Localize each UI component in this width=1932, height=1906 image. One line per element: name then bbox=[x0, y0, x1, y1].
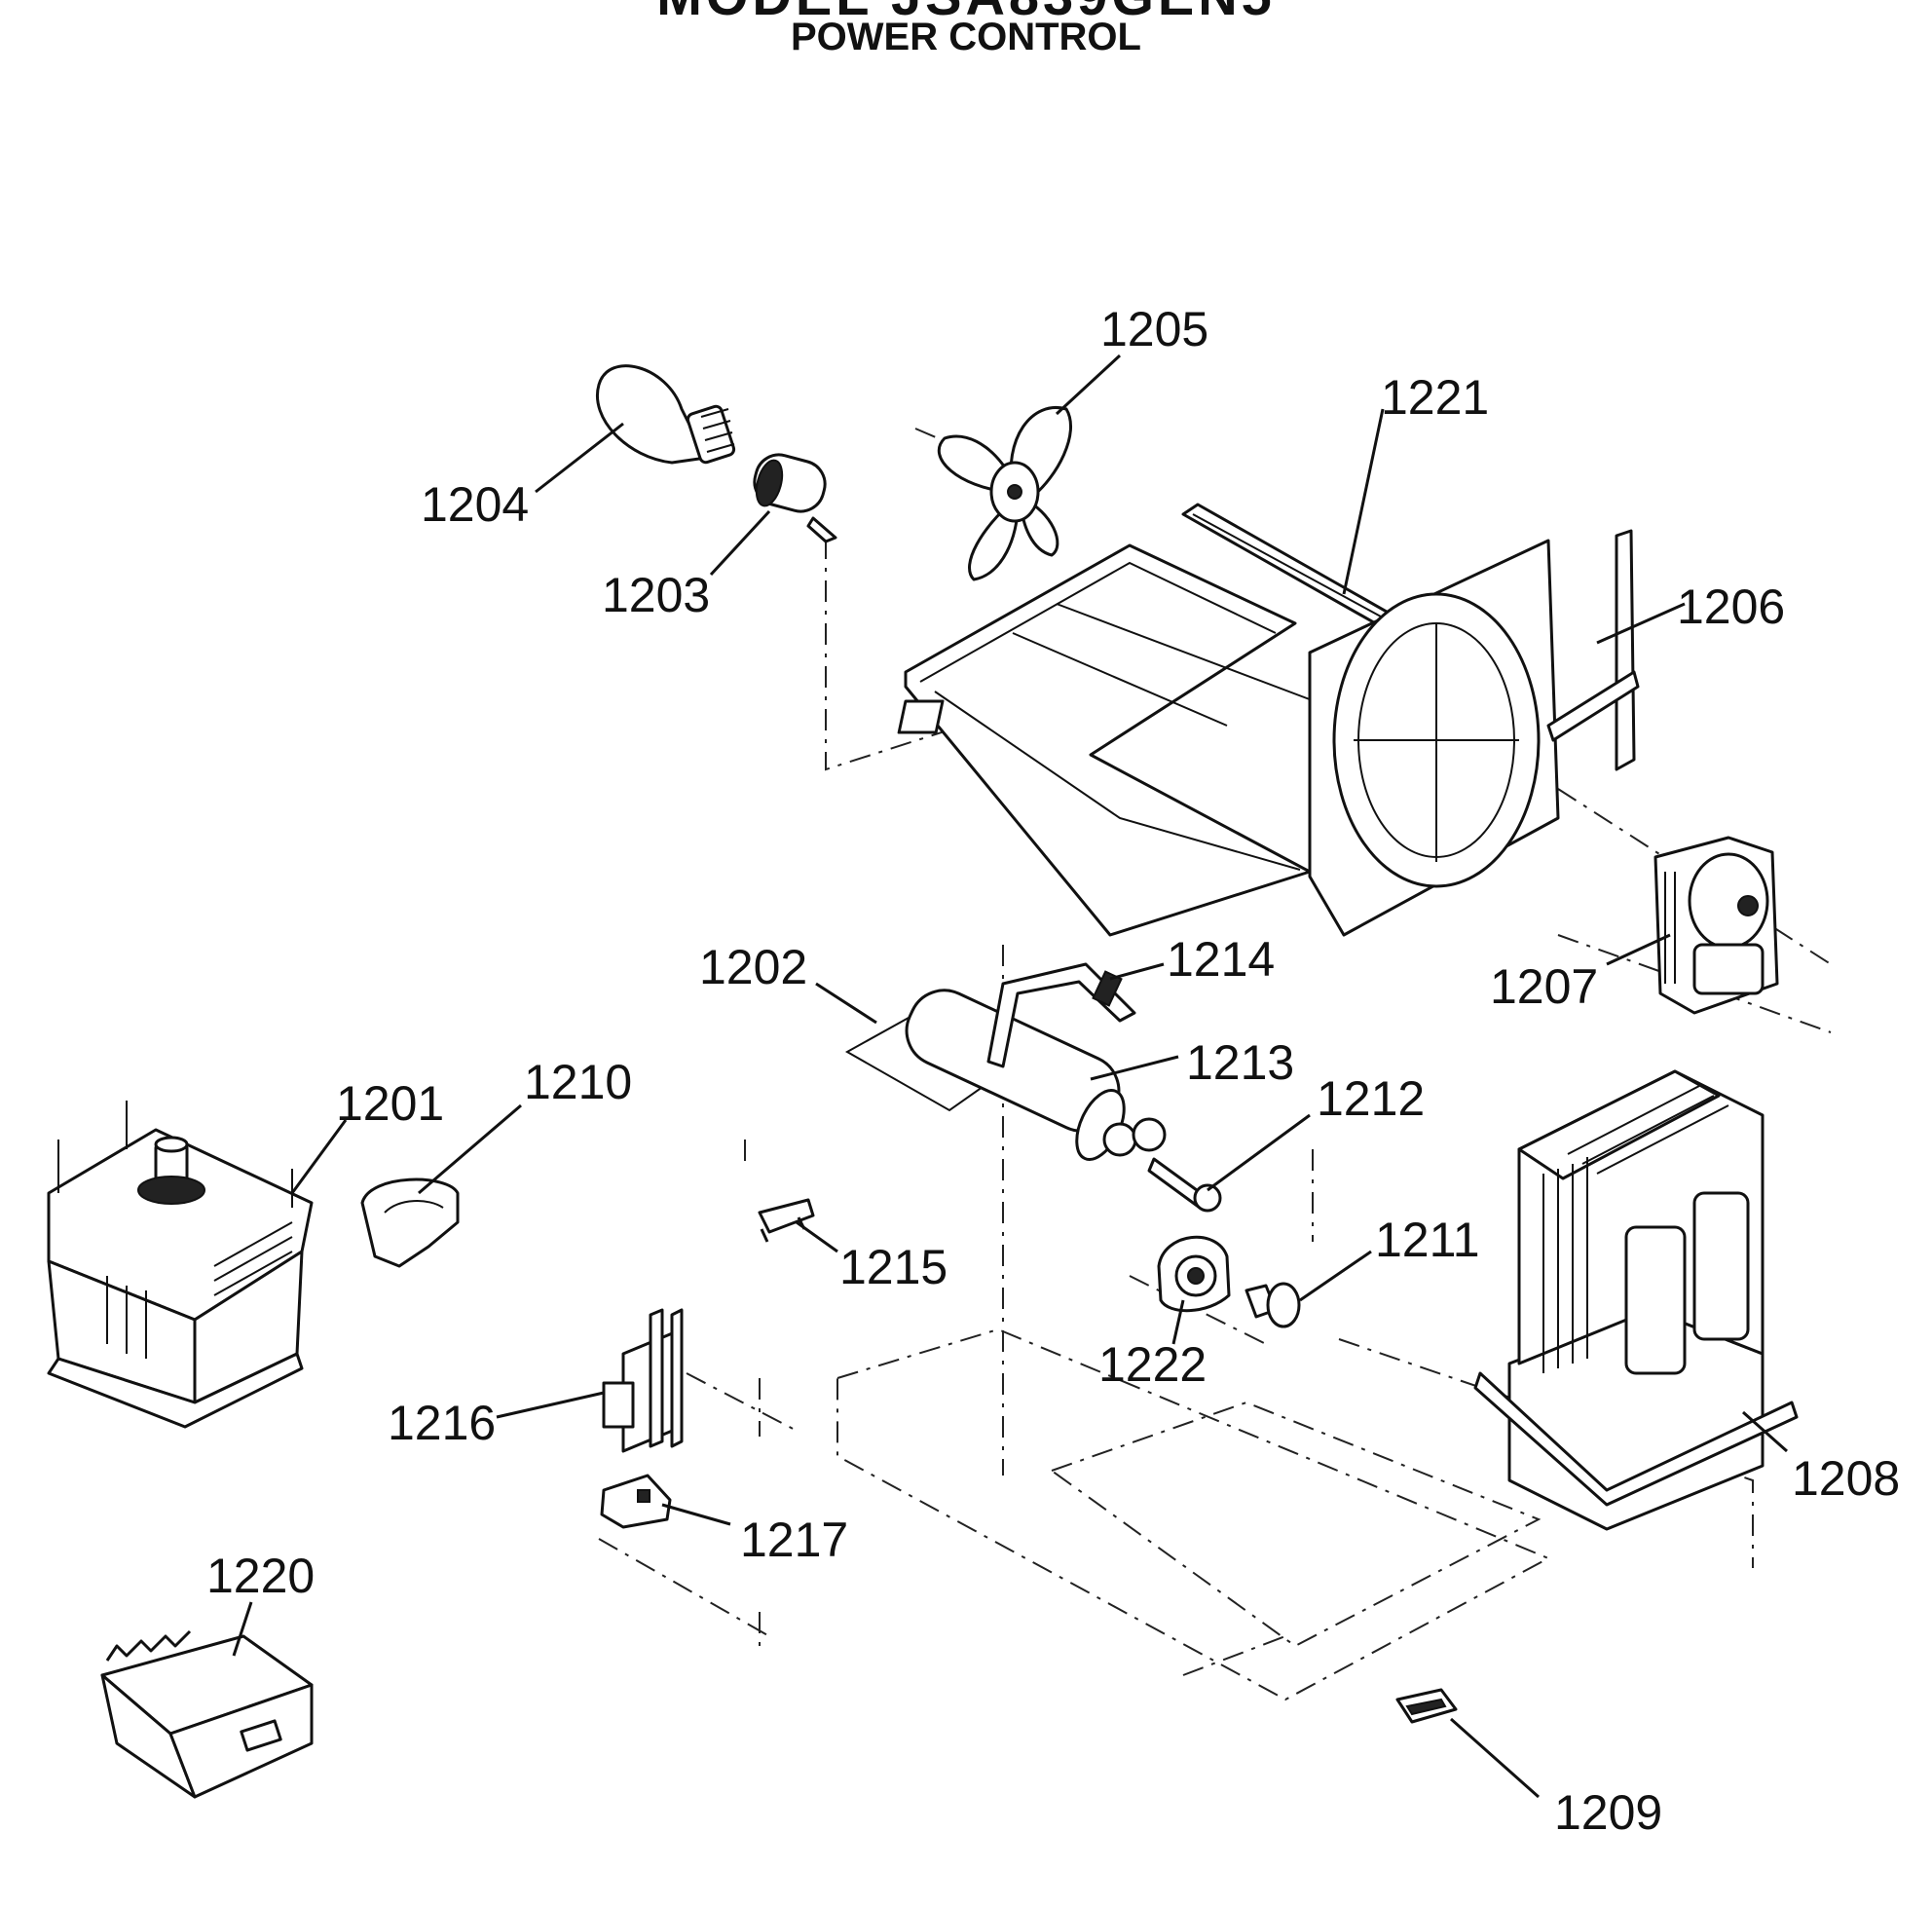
fan-blade-icon bbox=[937, 406, 1072, 581]
label-1220: 1220 bbox=[206, 1549, 315, 1603]
lamp-socket-icon bbox=[753, 453, 837, 543]
label-1203: 1203 bbox=[602, 568, 710, 622]
control-box-icon bbox=[100, 1629, 314, 1799]
leader-lines bbox=[232, 354, 1788, 1799]
label-1210: 1210 bbox=[524, 1055, 632, 1109]
thermal-cutout-icon bbox=[758, 1198, 815, 1243]
label-1213: 1213 bbox=[1186, 1035, 1294, 1090]
part-labels: 1204 1203 1205 1221 1206 1207 1202 1214 … bbox=[206, 302, 1900, 1840]
label-1212: 1212 bbox=[1317, 1071, 1425, 1126]
label-1222: 1222 bbox=[1098, 1337, 1207, 1392]
section-title: POWER CONTROL bbox=[791, 16, 1141, 58]
label-1221: 1221 bbox=[1381, 370, 1489, 425]
label-1204: 1204 bbox=[421, 477, 529, 532]
label-1214: 1214 bbox=[1167, 932, 1275, 987]
label-1217: 1217 bbox=[740, 1513, 848, 1567]
fuse-holder-icon bbox=[1157, 1235, 1301, 1328]
assembly-lines bbox=[598, 428, 1832, 1701]
base-chassis-icon bbox=[897, 503, 1640, 937]
label-1215: 1215 bbox=[839, 1240, 947, 1294]
capacitor-icon bbox=[844, 962, 1167, 1161]
label-1216: 1216 bbox=[388, 1396, 496, 1450]
label-1201: 1201 bbox=[336, 1076, 444, 1131]
diode-icon bbox=[1147, 1157, 1222, 1213]
label-1211: 1211 bbox=[1375, 1213, 1480, 1267]
label-1207: 1207 bbox=[1490, 959, 1598, 1014]
door-switch-icon bbox=[600, 1474, 672, 1529]
switch-bracket-icon bbox=[602, 1308, 684, 1453]
magnetron-icon bbox=[47, 1101, 314, 1429]
fan-motor-icon bbox=[1653, 836, 1779, 1015]
transformer-icon bbox=[1473, 1069, 1799, 1531]
label-1206: 1206 bbox=[1677, 579, 1785, 634]
model-title: MODEL JSA839GEN5 bbox=[0, 0, 1932, 25]
label-1209: 1209 bbox=[1554, 1785, 1662, 1840]
label-1202: 1202 bbox=[699, 940, 807, 994]
shield-clip-icon bbox=[360, 1177, 460, 1268]
light-bulb-icon bbox=[596, 364, 736, 465]
small-clip-icon bbox=[1395, 1688, 1458, 1724]
label-1205: 1205 bbox=[1100, 302, 1208, 356]
label-1208: 1208 bbox=[1792, 1451, 1900, 1506]
